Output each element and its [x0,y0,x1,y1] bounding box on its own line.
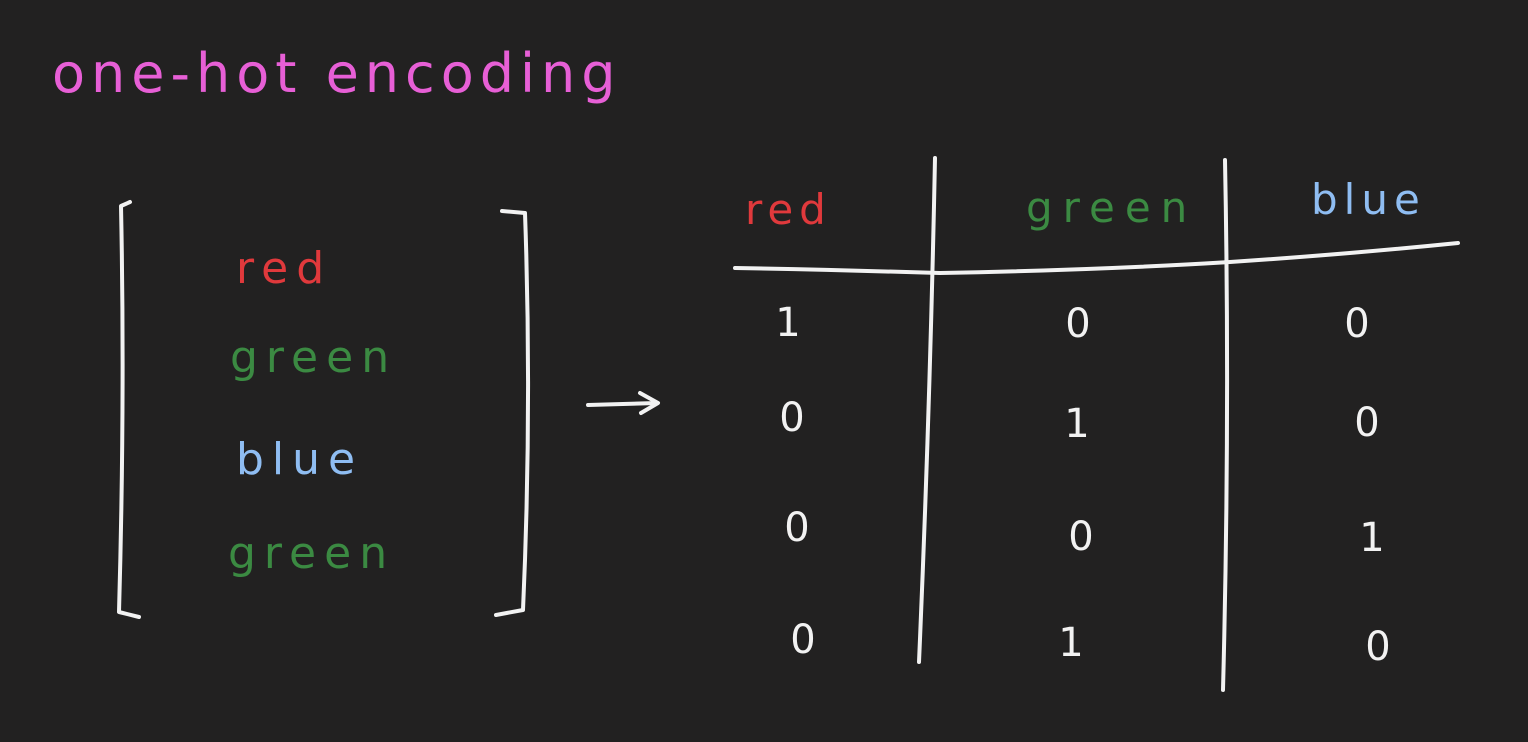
input-item-green-1: green [230,332,397,383]
diagram-title: one-hot encoding [52,42,622,105]
table-header-green: green [1026,183,1197,232]
left-bracket [117,200,141,619]
table-cell: 0 [1354,400,1379,446]
table-cell: 0 [1365,624,1390,670]
table-cell: 0 [1344,301,1369,347]
table-header-red: red [745,185,832,234]
table-cell: 0 [779,395,804,441]
input-item-green-2: green [228,528,395,579]
table-cell: 0 [790,617,815,663]
table-cell: 0 [784,505,809,551]
table-header-rule [733,241,1460,275]
input-item-blue: blue [236,434,363,485]
table-header-blue: blue [1311,175,1426,224]
table-cell: 1 [1359,515,1384,561]
table-cell: 1 [775,300,800,346]
table-cell: 0 [1068,514,1093,560]
table-cell: 1 [1064,401,1089,447]
table-divider-1 [917,156,937,664]
right-bracket [494,209,531,617]
table-divider-2 [1221,158,1230,692]
table-cell: 0 [1065,301,1090,347]
right-arrow-icon [586,391,660,415]
table-cell: 1 [1058,620,1083,666]
input-item-red: red [236,243,332,294]
